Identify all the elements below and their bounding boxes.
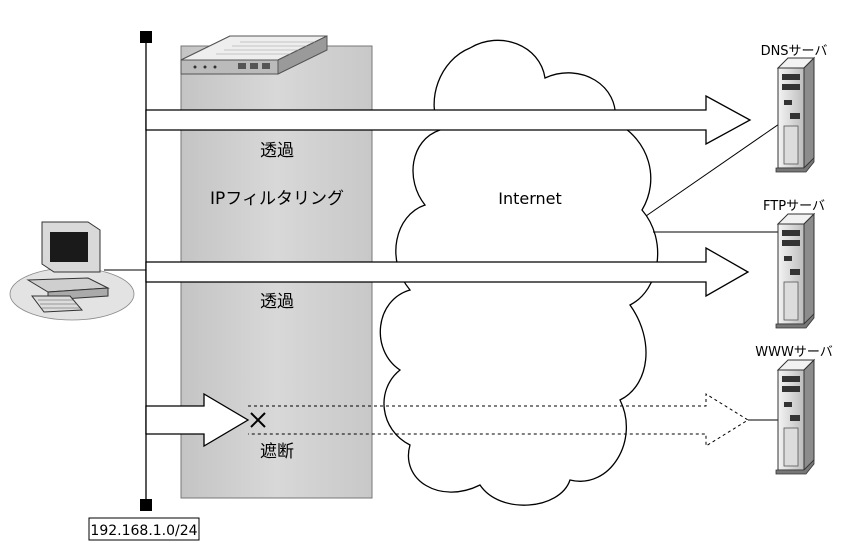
client-pc-icon [9,221,135,321]
lan-terminator-top [140,31,152,43]
internet-label: Internet [498,189,562,208]
block-label: 遮断 [260,442,294,462]
www-server-icon [775,358,816,475]
link-dns [645,121,783,217]
pass-label-2: 透過 [260,292,294,312]
lan-address-box [88,517,200,541]
www-server-label: WWWサーバ [755,345,832,360]
block-x-mark [250,412,266,428]
ftp-server-icon [775,212,816,329]
ftp-server-label: FTPサーバ [763,199,825,214]
router-icon [180,35,328,75]
pass-label-1: 透過 [260,141,294,161]
dns-server-label: DNSサーバ [761,44,828,59]
pass-arrow-ftp [145,246,750,298]
pass-arrow-dns [145,94,752,146]
blocked-arrow-dotted [248,393,749,447]
blocked-arrow-solid [145,392,250,448]
ip-filtering-label: IPフィルタリング [210,189,344,209]
dns-server-icon [775,56,816,173]
lan-address-label: 192.168.1.0/24 [90,523,197,539]
lan-terminator-bottom [140,499,152,511]
